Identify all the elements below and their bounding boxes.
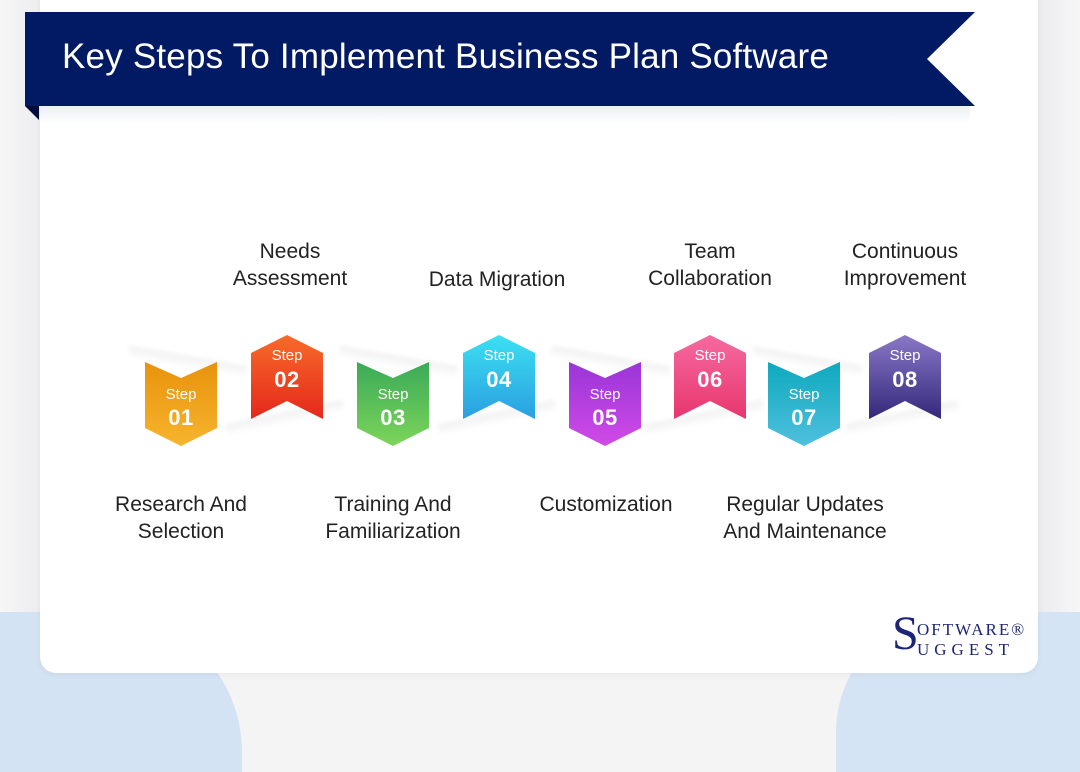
badge-shape-icon: [145, 362, 217, 446]
step-badge-06: Step 06: [674, 335, 746, 419]
logo-initial: S: [892, 607, 919, 660]
label-line: And Maintenance: [723, 520, 887, 543]
step-number: 04: [486, 367, 512, 392]
content-card: [40, 0, 1038, 673]
step-number: 03: [380, 405, 406, 430]
badge-shape-icon: [251, 335, 323, 419]
logo-line-2: UGGEST: [917, 640, 1015, 659]
label-step-01: Research And Selection: [115, 491, 247, 545]
ribbon-shadow: [40, 106, 970, 124]
step-badge-04: Step 04: [463, 335, 535, 419]
badge-shape-icon: [357, 362, 429, 446]
step-word: Step: [165, 386, 197, 403]
step-word: Step: [788, 386, 820, 403]
step-word: Step: [377, 386, 409, 403]
step-badge-07: Step 07: [768, 362, 840, 446]
label-step-02: Needs Assessment: [233, 238, 347, 292]
label-line: Customization: [539, 493, 673, 516]
step-number: 02: [274, 367, 300, 392]
step-word: Step: [483, 347, 515, 364]
label-step-08: Continuous Improvement: [844, 238, 967, 292]
label-step-06: Team Collaboration: [648, 238, 772, 292]
logo-line-1: OFTWARE®: [917, 620, 1027, 639]
label-step-04: Data Migration: [429, 266, 566, 293]
step-badge-02: Step 02: [251, 335, 323, 419]
step-number: 05: [592, 405, 618, 430]
step-number: 07: [791, 405, 817, 430]
label-line: Collaboration: [648, 267, 772, 290]
step-badge-08: Step 08: [869, 335, 941, 419]
step-word: Step: [694, 347, 726, 364]
label-line: Familiarization: [325, 520, 461, 543]
step-number: 01: [168, 405, 194, 430]
label-line: Training And: [334, 493, 452, 516]
label-line: Data Migration: [428, 268, 566, 291]
label-line: Research And: [115, 493, 247, 516]
label-line: Selection: [137, 520, 225, 543]
label-line: Assessment: [232, 267, 348, 290]
title-ribbon: Key Steps To Implement Business Plan Sof…: [25, 12, 975, 120]
background-right-shade: [1038, 0, 1080, 612]
step-badge-05: Step 05: [569, 362, 641, 446]
badge-shape-icon: [869, 335, 941, 419]
step-badge-01: Step 01: [145, 362, 217, 446]
page-title: Key Steps To Implement Business Plan Sof…: [62, 37, 830, 76]
step-number: 06: [697, 367, 723, 392]
label-line: Improvement: [843, 267, 967, 290]
label-line: Team: [684, 240, 736, 263]
step-word: Step: [271, 347, 303, 364]
step-word: Step: [589, 386, 621, 403]
step-badge-03: Step 03: [357, 362, 429, 446]
ribbon-shape-icon: [25, 12, 975, 120]
label-line: Needs: [259, 240, 321, 263]
label-line: Continuous: [851, 240, 959, 263]
label-line: Regular Updates: [726, 493, 884, 516]
step-word: Step: [889, 347, 921, 364]
badge-shape-icon: [768, 362, 840, 446]
badge-shape-icon: [463, 335, 535, 419]
label-step-07: Regular Updates And Maintenance: [723, 491, 886, 545]
label-step-05: Customization: [539, 491, 672, 518]
badge-shape-icon: [674, 335, 746, 419]
label-step-03: Training And Familiarization: [325, 491, 460, 545]
badge-shape-icon: [569, 362, 641, 446]
step-number: 08: [892, 367, 918, 392]
